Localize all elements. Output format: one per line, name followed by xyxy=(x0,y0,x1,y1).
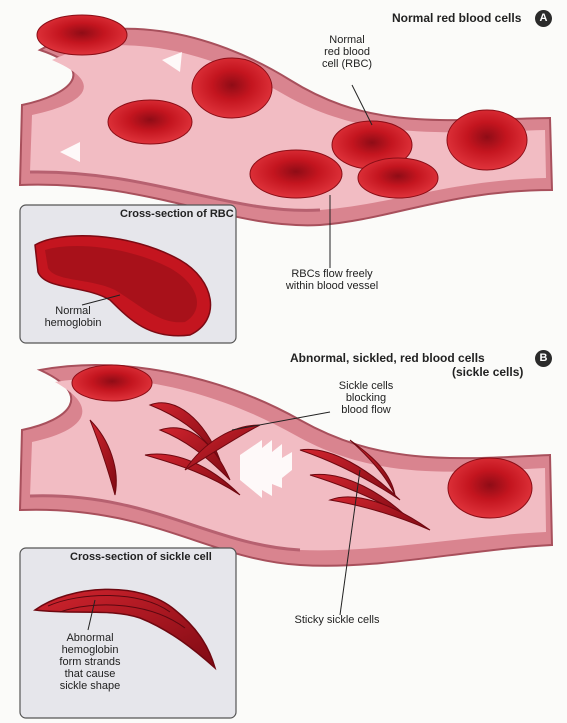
panel-b-title-line-1: Abnormal, sickled, red blood cells xyxy=(290,352,485,364)
hemoglobin-label-line: Normal xyxy=(38,305,108,317)
panel-b-title-line-2: (sickle cells) xyxy=(452,366,523,378)
normal-hemoglobin-label: Normal hemoglobin xyxy=(38,305,108,329)
flow-label: RBCs flow freely within blood vessel xyxy=(272,268,392,292)
panel-b-badge: B xyxy=(535,350,552,367)
hemoglobin-label-line: Abnormal xyxy=(42,632,138,644)
rbc-label-line: cell (RBC) xyxy=(312,58,382,70)
rbc-label-line: Normal xyxy=(312,34,382,46)
rbc-label: Normal red blood cell (RBC) xyxy=(312,34,382,70)
blocking-label: Sickle cells blocking blood flow xyxy=(326,380,406,416)
panel-a-badge: A xyxy=(535,10,552,27)
hemoglobin-label-line: that cause xyxy=(42,668,138,680)
rbc xyxy=(358,158,438,198)
blocking-label-line: Sickle cells xyxy=(326,380,406,392)
rbc xyxy=(72,365,152,401)
blocking-label-line: blood flow xyxy=(326,404,406,416)
rbc xyxy=(448,458,532,518)
blocking-label-line: blocking xyxy=(326,392,406,404)
inset-b-title: Cross-section of sickle cell xyxy=(70,551,212,563)
hemoglobin-label-line: sickle shape xyxy=(42,680,138,692)
hemoglobin-label-line: hemoglobin xyxy=(42,644,138,656)
panel-a-title: Normal red blood cells xyxy=(392,12,521,24)
rbc xyxy=(37,15,127,55)
sticky-label: Sticky sickle cells xyxy=(272,614,402,626)
inset-a-title: Cross-section of RBC xyxy=(120,208,234,220)
rbc xyxy=(108,100,192,144)
rbc xyxy=(447,110,527,170)
rbc xyxy=(250,150,342,198)
flow-label-line: within blood vessel xyxy=(272,280,392,292)
hemoglobin-label-line: hemoglobin xyxy=(38,317,108,329)
rbc-label-line: red blood xyxy=(312,46,382,58)
rbc xyxy=(192,58,272,118)
abnormal-hemoglobin-label: Abnormal hemoglobin form strands that ca… xyxy=(42,632,138,692)
hemoglobin-label-line: form strands xyxy=(42,656,138,668)
flow-label-line: RBCs flow freely xyxy=(272,268,392,280)
